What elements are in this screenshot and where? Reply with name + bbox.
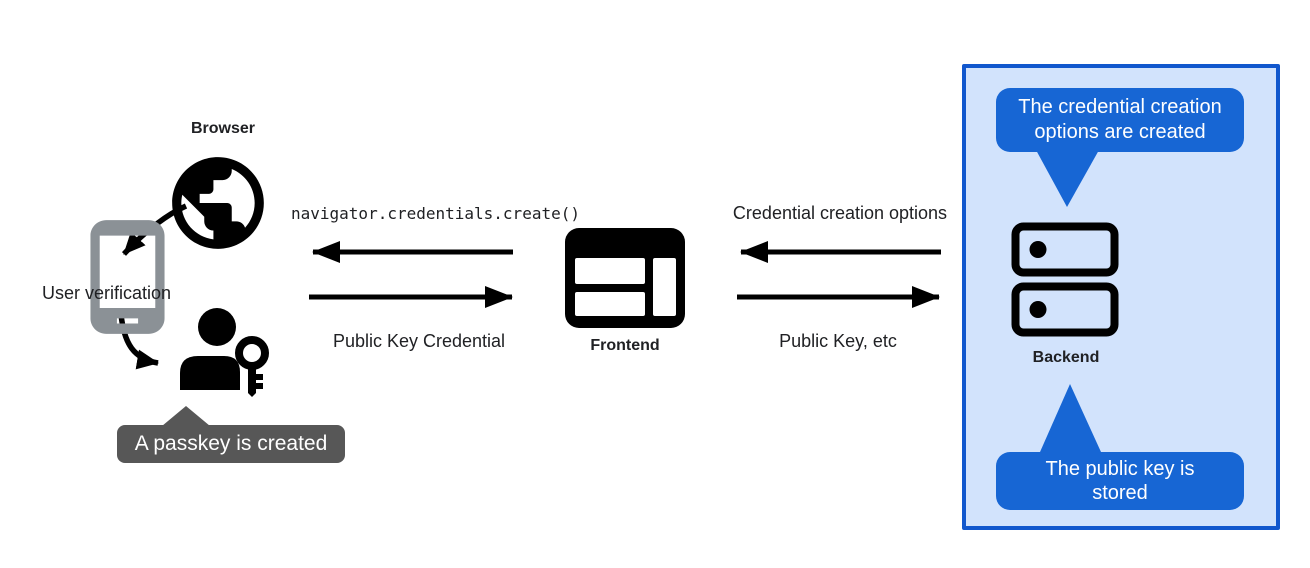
server-stack-icon <box>1011 222 1119 337</box>
create-call-label: navigator.credentials.create() <box>291 204 580 223</box>
user-with-key-icon <box>180 308 269 397</box>
passkey-tooltip: A passkey is created <box>117 425 345 463</box>
browser-window-icon <box>565 228 685 328</box>
smartphone-icon <box>90 220 165 334</box>
frontend-label: Frontend <box>590 337 660 354</box>
credential-creation-options-label: Credential creation options <box>732 203 948 223</box>
callout-options-created: The credential creation options are crea… <box>996 88 1244 152</box>
public-key-etc-label: Public Key, etc <box>779 331 897 351</box>
callout-public-key-stored-line2: stored <box>1092 482 1148 504</box>
browser-label: Browser <box>190 120 256 137</box>
callout-public-key-stored-line1: The public key is <box>1045 458 1195 480</box>
user-verification-label: User verification <box>42 283 172 303</box>
callout-tail-down <box>1036 150 1099 207</box>
callout-public-key-stored: The public key is stored <box>996 452 1244 510</box>
passkey-tooltip-tail <box>162 406 210 426</box>
backend-label: Backend <box>1032 349 1100 366</box>
callout-options-created-line1: The credential creation <box>1018 96 1222 118</box>
globe-icon <box>172 157 264 249</box>
public-key-credential-label: Public Key Credential <box>332 331 506 351</box>
callout-options-created-line2: options are created <box>1034 121 1206 143</box>
callout-tail-up <box>1040 384 1101 452</box>
